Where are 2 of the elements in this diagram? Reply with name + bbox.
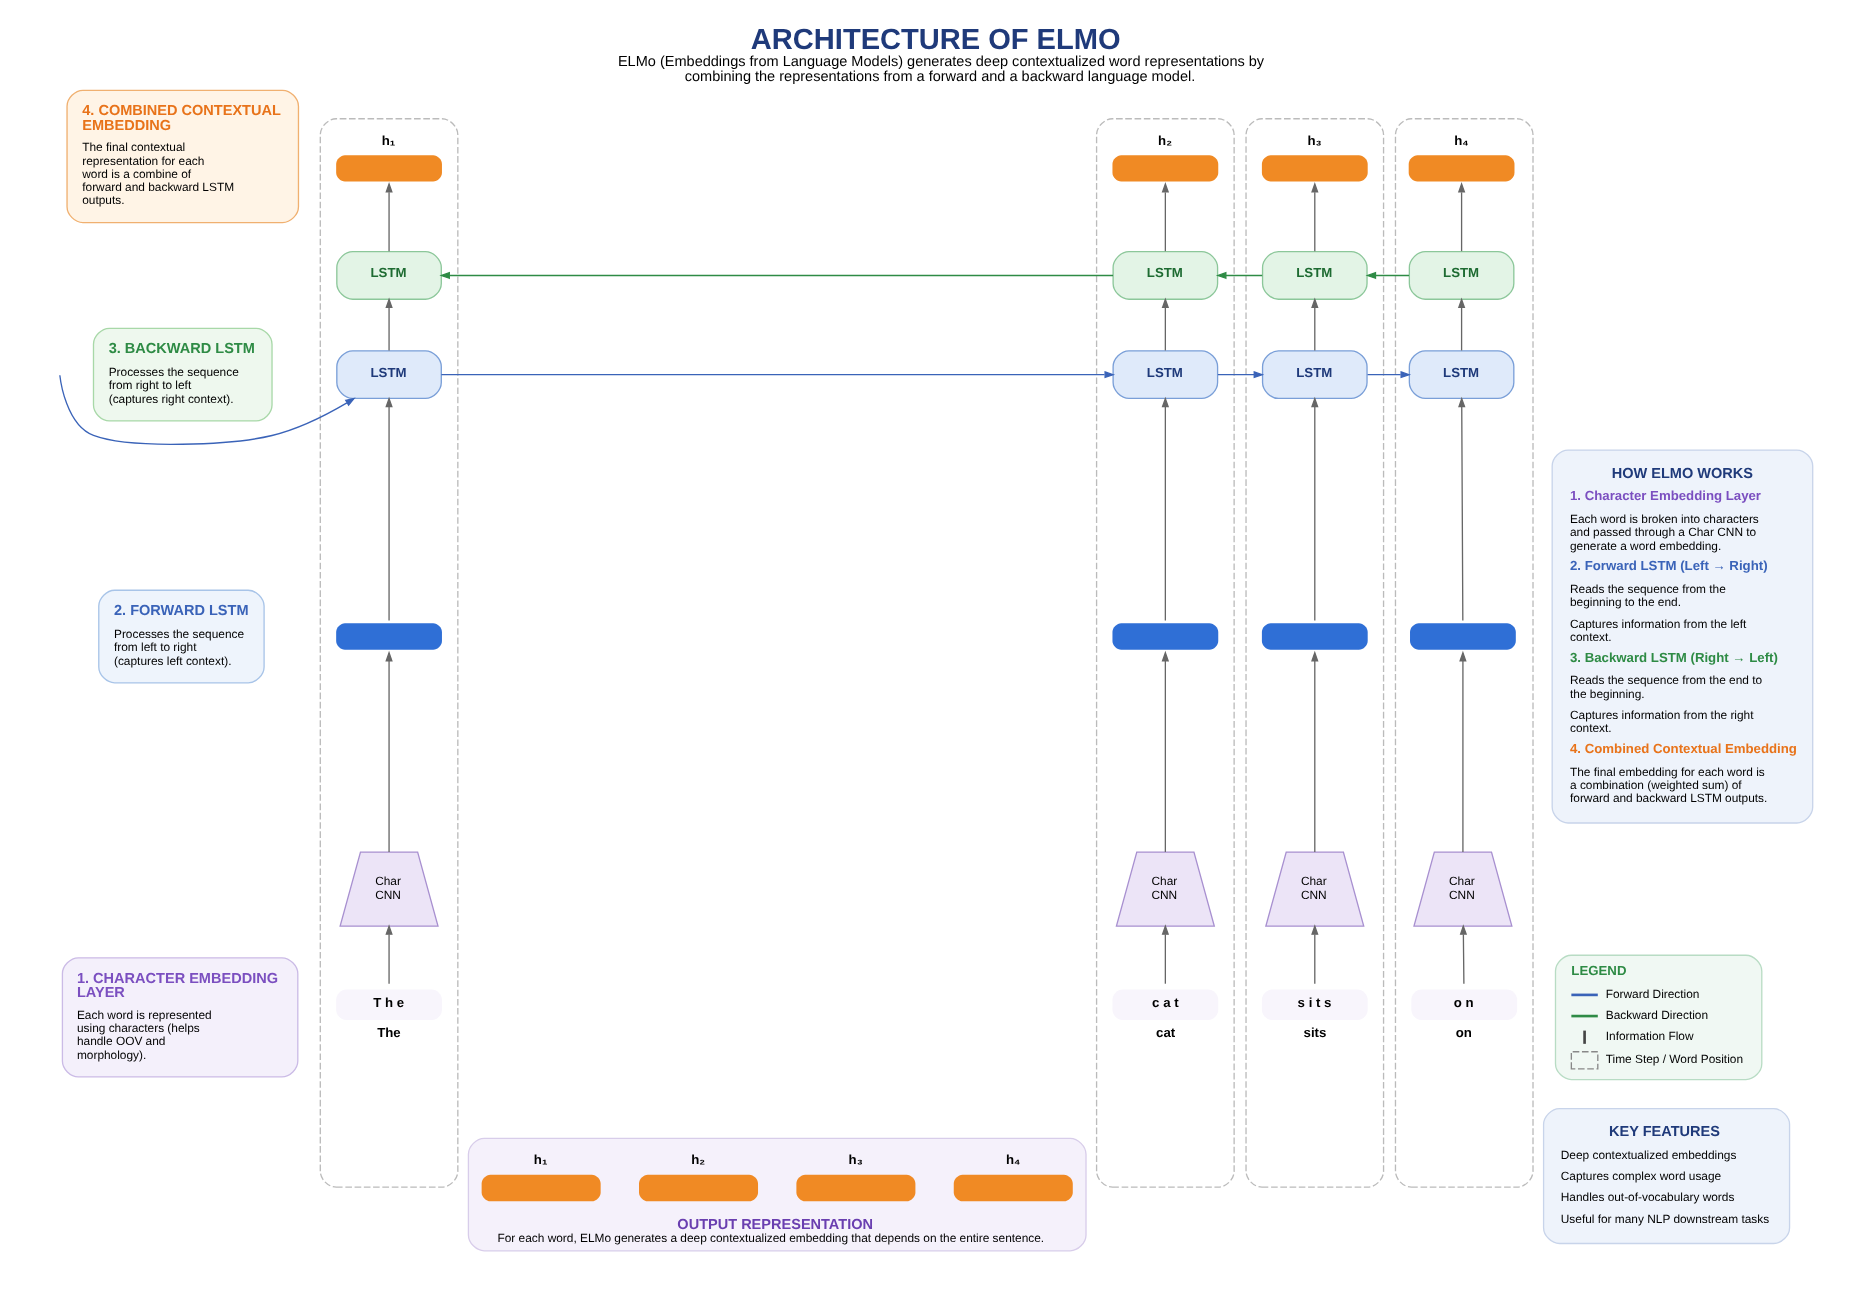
caption: ELMo (Embeddings from Language Models) generates deep contextualized word representations by combining the representations from a forward and a backward language model. [617, 52, 1265, 85]
diagram-title: ARCHITECTURE OF ELMO [750, 24, 1121, 57]
